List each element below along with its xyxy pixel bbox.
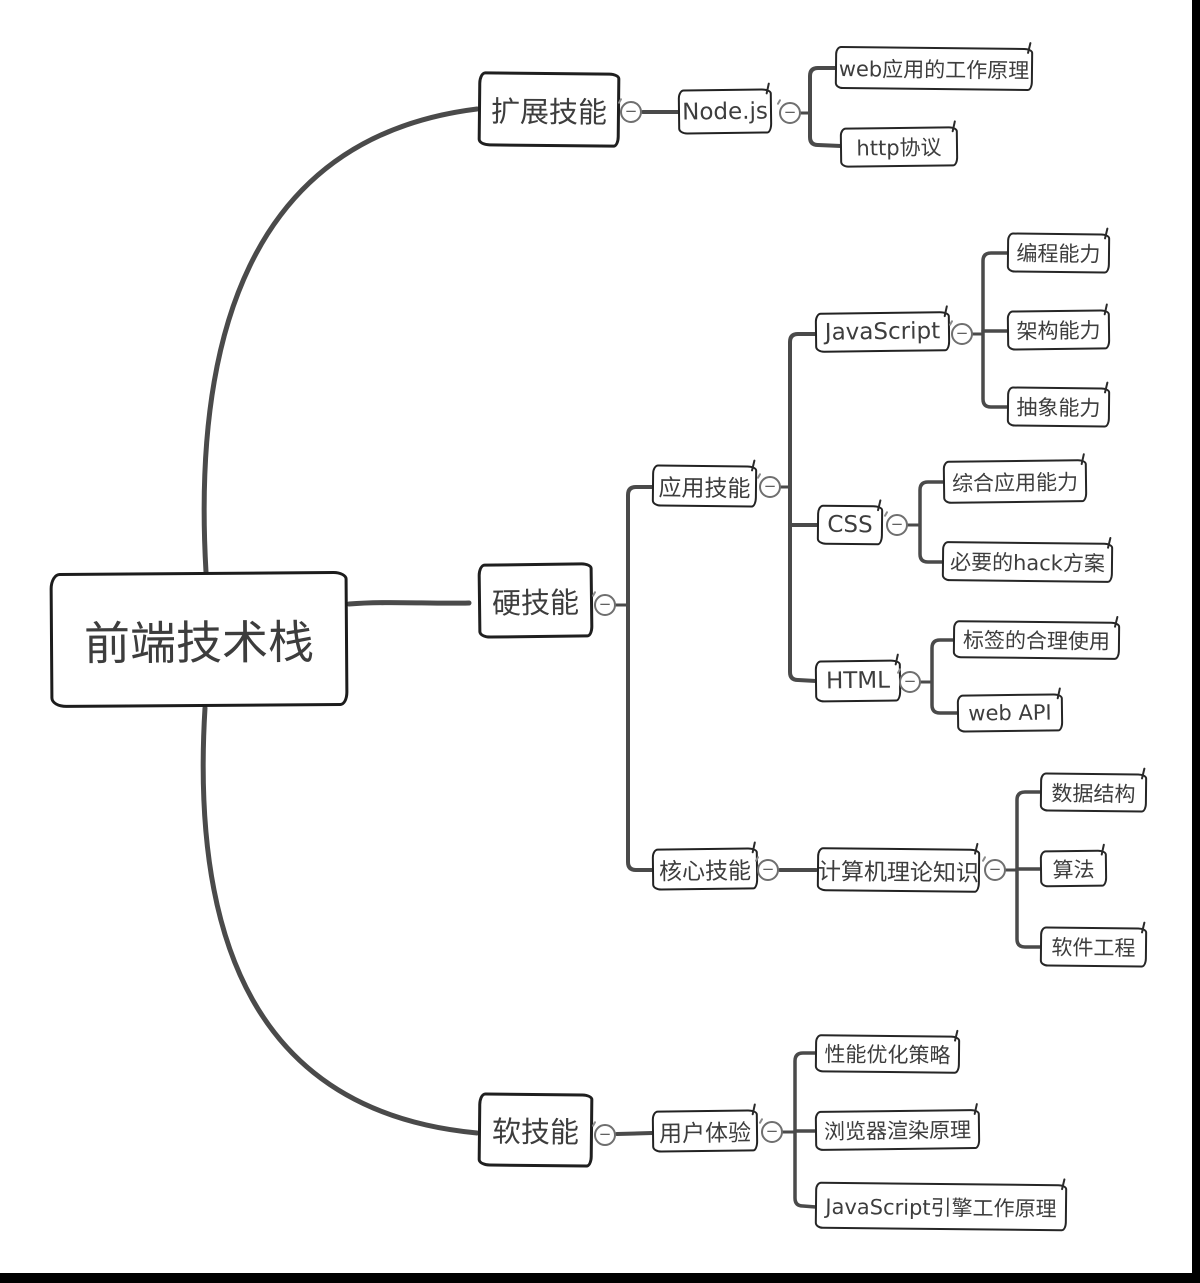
edge-root-extended-skills <box>201 106 480 575</box>
node-extended-skills-label: 扩展技能 <box>490 93 608 130</box>
node-core-skills[interactable]: 核心技能 <box>651 847 759 891</box>
node-comprehensive-application-label: 综合应用能力 <box>951 469 1079 496</box>
collapse-icon-javascript[interactable]: − <box>951 323 973 345</box>
node-nodejs[interactable]: Node.js <box>677 88 773 135</box>
node-performance-optimization-label: 性能优化策略 <box>824 1042 951 1068</box>
node-hack-solutions-label: 必要的hack方案 <box>949 550 1106 576</box>
node-programming-ability[interactable]: 编程能力 <box>1006 232 1111 274</box>
node-web-app-principle[interactable]: web应用的工作原理 <box>834 45 1034 92</box>
window-frame-right <box>1192 0 1200 1283</box>
node-javascript[interactable]: JavaScript <box>814 311 951 353</box>
node-comprehensive-application[interactable]: 综合应用能力 <box>942 459 1088 504</box>
node-frontend-stack-label: 前端技术栈 <box>83 614 315 671</box>
collapse-icon-extended-skills[interactable]: − <box>620 101 642 123</box>
node-http-protocol-label: http协议 <box>856 135 942 161</box>
node-data-structure[interactable]: 数据结构 <box>1039 772 1148 813</box>
node-js-engine-principle[interactable]: JavaScript引擎工作原理 <box>814 1181 1068 1232</box>
node-application-skills[interactable]: 应用技能 <box>651 464 758 508</box>
node-web-app-principle-label: web应用的工作原理 <box>838 56 1030 83</box>
collapse-icon-soft-skills[interactable]: − <box>594 1124 616 1146</box>
node-user-experience[interactable]: 用户体验 <box>651 1109 759 1153</box>
node-soft-skills[interactable]: 软技能 <box>477 1092 594 1168</box>
node-cs-theory[interactable]: 计算机理论知识 <box>816 847 981 893</box>
node-proper-tag-usage[interactable]: 标签的合理使用 <box>952 620 1121 660</box>
node-browser-rendering-label: 浏览器渲染原理 <box>823 1118 972 1144</box>
node-nodejs-label: Node.js <box>681 97 769 126</box>
node-web-api[interactable]: web API <box>956 693 1064 733</box>
node-software-engineering-label: 软件工程 <box>1051 935 1136 961</box>
node-soft-skills-label: 软技能 <box>491 1114 580 1150</box>
node-frontend-stack[interactable]: 前端技术栈 <box>49 570 349 709</box>
node-html[interactable]: HTML <box>814 659 902 703</box>
edge-hard-children <box>626 485 654 872</box>
edge-app-children <box>788 332 818 683</box>
node-cs-theory-label: 计算机理论知识 <box>817 859 980 887</box>
node-user-experience-label: 用户体验 <box>658 1120 752 1148</box>
node-proper-tag-usage-label: 标签的合理使用 <box>962 628 1111 654</box>
node-hard-skills-label: 硬技能 <box>491 584 580 621</box>
edge-css-children <box>918 480 946 564</box>
node-architecture-ability-label: 架构能力 <box>1016 318 1101 344</box>
edge-root-soft-skills <box>200 705 480 1136</box>
node-hack-solutions[interactable]: 必要的hack方案 <box>941 541 1114 583</box>
collapse-icon-hard-skills[interactable]: − <box>594 594 616 616</box>
collapse-icon-core-skills[interactable]: − <box>757 859 779 881</box>
node-data-structure-label: 数据结构 <box>1051 781 1136 806</box>
edge-soft-ux <box>615 1131 654 1136</box>
node-algorithm[interactable]: 算法 <box>1039 849 1108 888</box>
node-js-engine-principle-label: JavaScript引擎工作原理 <box>825 1194 1057 1221</box>
collapse-icon-user-experience[interactable]: − <box>761 1121 783 1143</box>
node-web-api-label: web API <box>968 700 1052 726</box>
node-performance-optimization[interactable]: 性能优化策略 <box>814 1034 961 1074</box>
collapse-icon-cs-theory[interactable]: − <box>984 859 1006 881</box>
node-hard-skills[interactable]: 硬技能 <box>477 562 594 639</box>
node-core-skills-label: 核心技能 <box>658 858 752 886</box>
node-http-protocol[interactable]: http协议 <box>839 126 959 168</box>
node-abstraction-ability[interactable]: 抽象能力 <box>1006 386 1111 428</box>
node-extended-skills[interactable]: 扩展技能 <box>477 71 621 148</box>
node-browser-rendering[interactable]: 浏览器渲染原理 <box>814 1108 981 1152</box>
node-algorithm-label: 算法 <box>1052 857 1095 882</box>
node-css-label: CSS <box>827 511 873 539</box>
edge-root-hard-skills <box>346 600 472 607</box>
node-javascript-label: JavaScript <box>824 318 941 346</box>
collapse-icon-application-skills[interactable]: − <box>759 476 781 498</box>
node-programming-ability-label: 编程能力 <box>1016 241 1101 267</box>
collapse-icon-nodejs[interactable]: − <box>779 102 801 124</box>
node-css[interactable]: CSS <box>816 504 884 546</box>
edge-nodejs-children <box>808 66 843 148</box>
window-frame-bottom <box>0 1273 1200 1283</box>
node-architecture-ability[interactable]: 架构能力 <box>1006 309 1111 351</box>
node-abstraction-ability-label: 抽象能力 <box>1016 395 1101 421</box>
collapse-icon-html[interactable]: − <box>899 671 921 693</box>
node-html-label: HTML <box>825 667 891 695</box>
edge-html-children <box>930 638 960 715</box>
node-application-skills-label: 应用技能 <box>658 475 751 503</box>
collapse-icon-css[interactable]: − <box>886 514 908 536</box>
node-software-engineering[interactable]: 软件工程 <box>1039 926 1148 968</box>
